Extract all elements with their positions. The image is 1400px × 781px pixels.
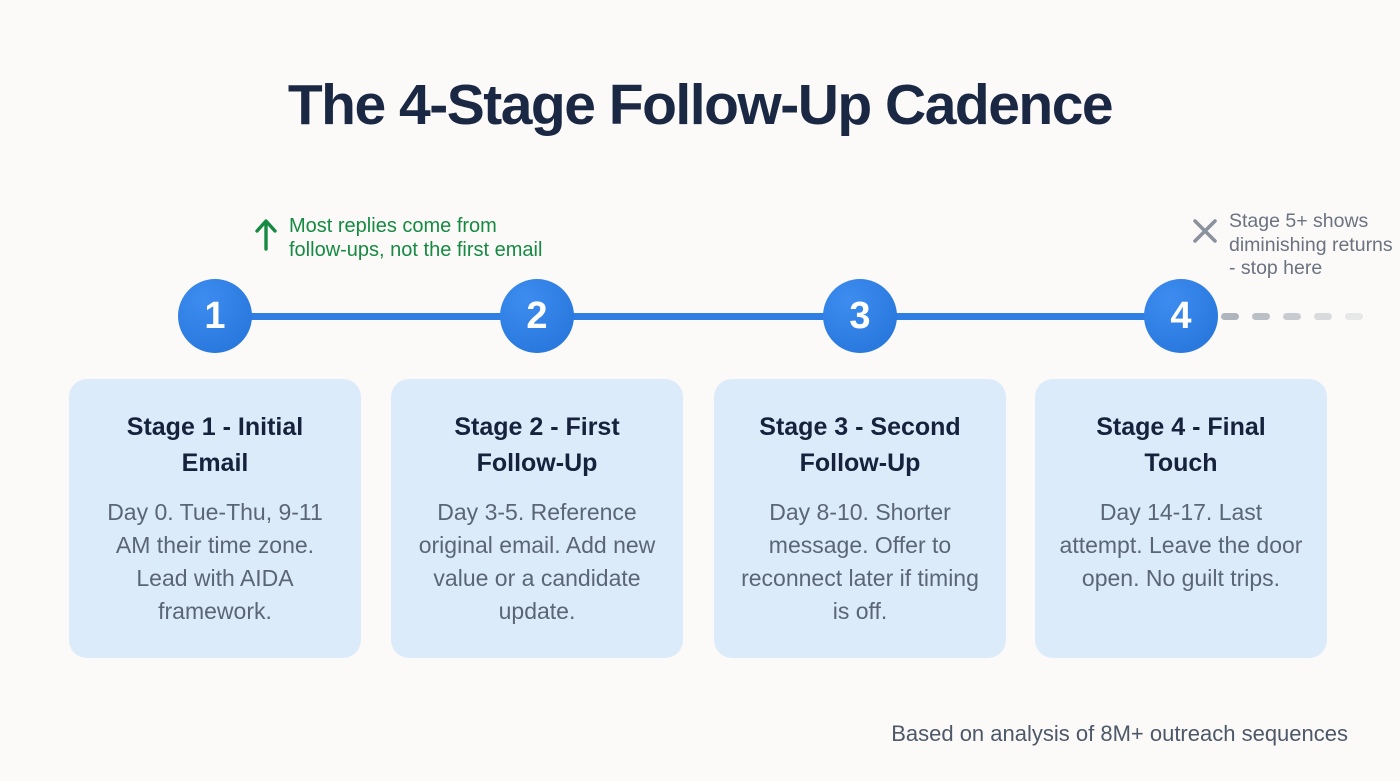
stage-card-description: Day 3-5. Reference original email. Add n…	[418, 499, 656, 624]
annotation-negative-text: Stage 5+ shows diminishing returns - sto…	[1229, 210, 1393, 279]
stage-card-title: Stage 3 - Second Follow-Up	[759, 413, 961, 477]
dash-segment	[1252, 313, 1270, 320]
arrow-up-icon	[253, 216, 279, 257]
stage-card-description: Day 14-17. Last attempt. Leave the door …	[1059, 499, 1303, 591]
timeline-dashed-fade-line	[1221, 313, 1363, 320]
annotation-positive-text: Most replies come from follow-ups, not t…	[289, 215, 543, 261]
x-icon	[1190, 216, 1220, 251]
timeline-step-2: 2	[500, 279, 574, 353]
stage-card-title: Stage 2 - First Follow-Up	[454, 413, 620, 477]
annotation-positive: Most replies come from follow-ups, not t…	[253, 214, 551, 262]
page-title: The 4-Stage Follow-Up Cadence	[287, 73, 1114, 137]
source-note: Based on analysis of 8M+ outreach sequen…	[891, 721, 1348, 746]
dash-segment	[1221, 313, 1239, 320]
stage-card-description: Day 8-10. Shorter message. Offer to reco…	[741, 499, 979, 624]
stage-card-2: Stage 2 - First Follow-Up Day 3-5. Refer…	[391, 379, 683, 658]
dash-segment	[1283, 313, 1301, 320]
stage-card-4: Stage 4 - Final Touch Day 14-17. Last at…	[1035, 379, 1327, 658]
timeline-step-1: 1	[178, 279, 252, 353]
dash-segment	[1314, 313, 1332, 320]
annotation-negative: Stage 5+ shows diminishing returns - sto…	[1190, 210, 1400, 281]
timeline-step-4: 4	[1144, 279, 1218, 353]
stage-card-description: Day 0. Tue-Thu, 9-11 AM their time zone.…	[107, 499, 323, 624]
timeline-connector-line	[215, 313, 1181, 320]
timeline-step-3: 3	[823, 279, 897, 353]
dash-segment	[1345, 313, 1363, 320]
stage-card-title: Stage 1 - Initial Email	[126, 413, 304, 477]
stage-card-title: Stage 4 - Final Touch	[1096, 413, 1266, 477]
stage-card-3: Stage 3 - Second Follow-Up Day 8-10. Sho…	[714, 379, 1006, 658]
stage-card-1: Stage 1 - Initial Email Day 0. Tue-Thu, …	[69, 379, 361, 658]
